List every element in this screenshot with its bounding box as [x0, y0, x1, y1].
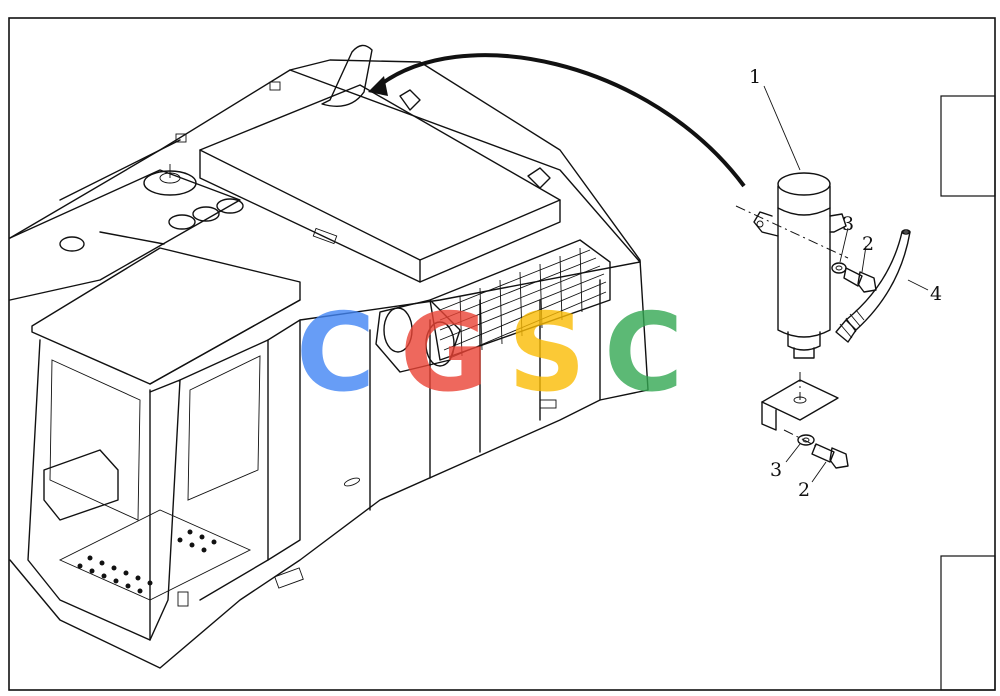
locator-arrow — [368, 53, 746, 188]
index-tab-upper — [940, 95, 996, 197]
watermark-letter-4: C — [604, 291, 683, 416]
callout-2-upper: 2 — [862, 233, 874, 255]
callout-3-lower: 3 — [770, 459, 782, 481]
part-3-washer-upper — [831, 262, 847, 274]
callout-2-lower: 2 — [798, 479, 810, 501]
part-2-bolt-upper — [843, 267, 877, 293]
cab-floor-pattern — [77, 529, 217, 594]
mounting-bracket — [761, 379, 839, 431]
watermark-letter-2: G — [400, 291, 489, 416]
watermark-letter-3: S — [508, 291, 586, 416]
callout-3-upper: 3 — [842, 213, 854, 235]
part-1-filter-canister — [753, 172, 847, 359]
radiator-grille — [429, 239, 611, 361]
drawing-frame — [8, 17, 996, 691]
callout-4: 4 — [930, 283, 942, 305]
watermark-logo: C G S C — [296, 291, 683, 416]
callout-1: 1 — [749, 66, 761, 88]
excavator-upper-structure — [9, 44, 649, 669]
exploded-parts — [735, 85, 929, 483]
part-4-hose — [835, 229, 911, 343]
index-tab-lower — [940, 555, 996, 691]
part-2-bolt-lower — [811, 443, 849, 469]
part-3-washer-lower — [797, 434, 815, 446]
watermark-letter-1: C — [296, 291, 375, 416]
installed-filter — [375, 299, 461, 373]
